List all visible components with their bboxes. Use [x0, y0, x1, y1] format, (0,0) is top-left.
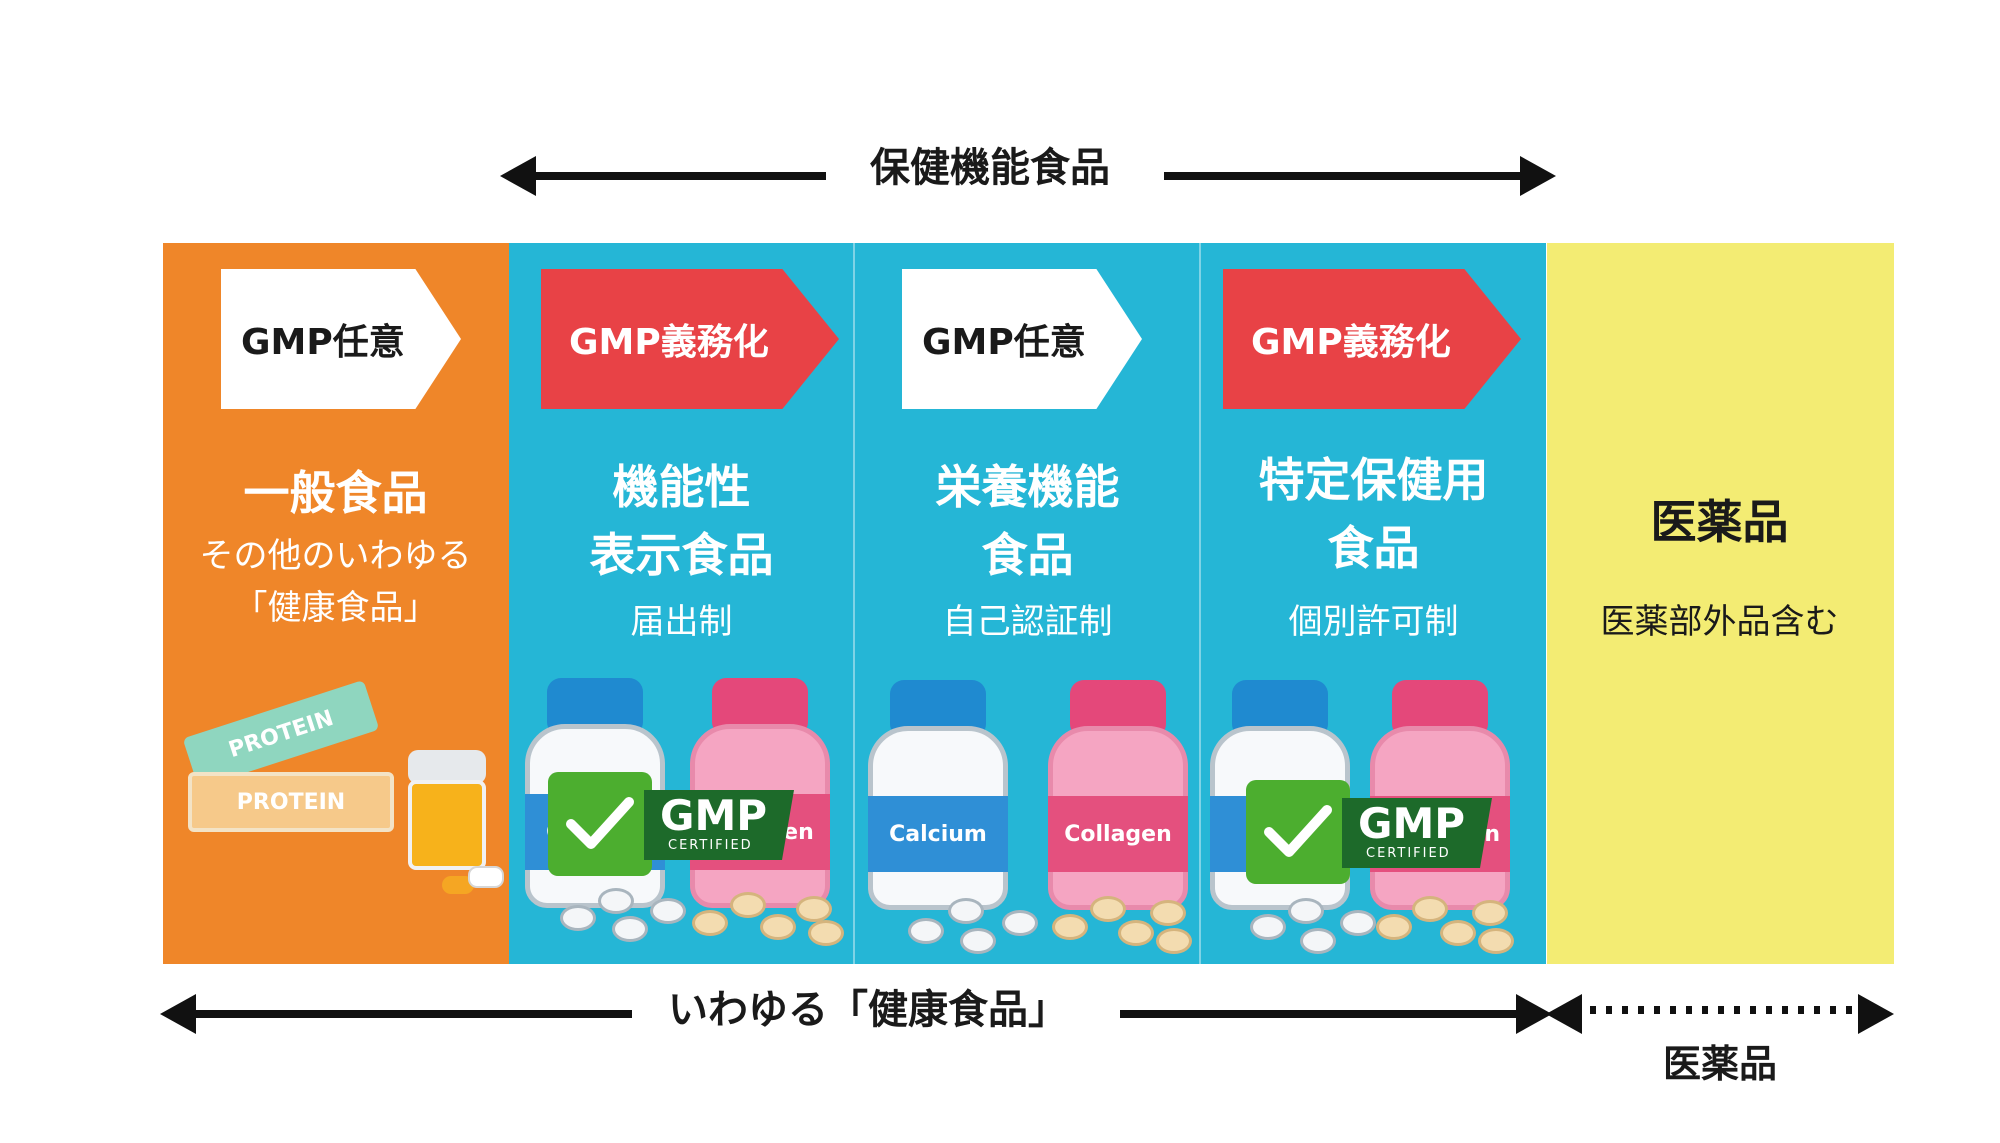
collagen-bottle-icon: Collagen	[1048, 680, 1188, 910]
dot	[1846, 1006, 1852, 1014]
capsule-icon	[468, 866, 504, 888]
arrow-left-head	[500, 156, 536, 196]
gmp-tag-optional: GMP任意	[221, 269, 461, 409]
dot	[1750, 1006, 1756, 1014]
arrow-right-head	[1520, 156, 1556, 196]
calcium-bottle-icon: Calcium	[868, 680, 1008, 910]
column-subtitle: 医薬部外品含む	[1600, 602, 1839, 642]
column-subtitle: 自己認証制	[942, 602, 1113, 642]
capsule-icon	[442, 876, 474, 894]
dot	[1686, 1006, 1692, 1014]
dot	[1766, 1006, 1772, 1014]
dot	[1830, 1006, 1836, 1014]
dot	[1638, 1006, 1644, 1014]
gmp-tag-optional: GMP任意	[902, 269, 1142, 409]
gmp-tag-mandatory: GMP義務化	[541, 269, 839, 409]
dot	[1702, 1006, 1708, 1014]
supplement-jar-icon	[408, 750, 486, 870]
column-title: 機能性 表示食品	[589, 460, 774, 582]
dot	[1734, 1006, 1740, 1014]
gmp-certified-badge: GMP CERTIFIED	[1246, 780, 1496, 884]
dot	[1654, 1006, 1660, 1014]
column-subtitle: 個別許可制	[1288, 602, 1459, 642]
arrow-right-head	[1516, 994, 1552, 1034]
arrow-line	[1164, 172, 1524, 180]
dot	[1814, 1006, 1820, 1014]
bottom-label-health-food: いわゆる「健康食品」	[668, 987, 1068, 1033]
dot	[1782, 1006, 1788, 1014]
checkmark-icon	[548, 772, 652, 876]
column-title: 医薬品	[1650, 495, 1789, 549]
gmp-tag-mandatory: GMP義務化	[1223, 269, 1521, 409]
checkmark-icon	[1246, 780, 1350, 884]
arrow-left-head	[1546, 994, 1582, 1034]
column-subtitle: その他のいわゆる 「健康食品」	[199, 536, 472, 628]
column-divider	[1199, 243, 1201, 964]
dot	[1606, 1006, 1612, 1014]
top-label: 保健機能食品	[870, 145, 1110, 191]
arrow-right-head	[1858, 994, 1894, 1034]
gmp-certified-badge: GMP CERTIFIED	[548, 772, 798, 876]
column-divider	[853, 243, 855, 964]
column-title: 一般食品	[243, 466, 428, 520]
arrow-line	[528, 172, 826, 180]
arrow-line	[188, 1010, 632, 1018]
dot	[1718, 1006, 1724, 1014]
dot	[1798, 1006, 1804, 1014]
column-subtitle: 届出制	[630, 602, 733, 642]
arrow-line	[1120, 1010, 1540, 1018]
dot	[1670, 1006, 1676, 1014]
protein-bar: PROTEIN	[188, 772, 394, 832]
column-title: 栄養機能 食品	[935, 460, 1120, 582]
column-pharma	[1547, 243, 1894, 964]
bottom-label-pharma: 医薬品	[1662, 1042, 1777, 1086]
dot	[1622, 1006, 1628, 1014]
dot	[1590, 1006, 1596, 1014]
column-title: 特定保健用 食品	[1258, 453, 1489, 575]
arrow-left-head	[160, 994, 196, 1034]
